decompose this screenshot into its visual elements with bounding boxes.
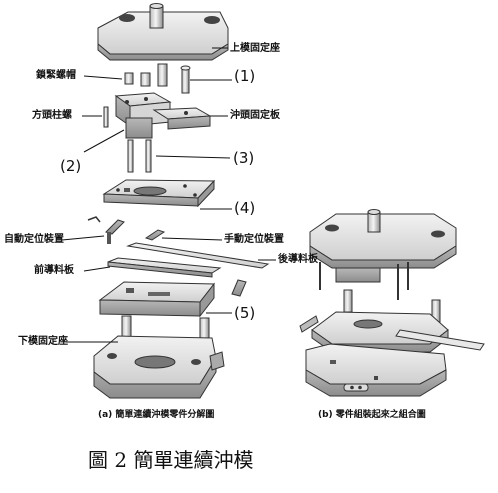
die-plate — [98, 281, 216, 318]
number-5: (5) — [234, 304, 256, 322]
subcaption-b: (b) 零件組裝起來之組合圖 — [318, 410, 426, 420]
stripper-plate — [102, 179, 216, 208]
front-guide-label: 前導料板 — [34, 265, 74, 276]
manual-locator — [144, 229, 166, 241]
number-1: (1) — [234, 67, 256, 85]
square-head-post — [103, 106, 109, 128]
punches — [127, 139, 152, 173]
leader-lines — [61, 47, 276, 343]
strip-part — [343, 383, 369, 392]
lock-nut-label: 鎖緊螺帽 — [36, 70, 76, 81]
punch-plate-label: 沖頭固定板 — [230, 110, 280, 121]
upper-die-base — [97, 3, 229, 61]
upper-die-base-label: 上模固定座 — [230, 43, 280, 54]
assembled-die — [299, 209, 485, 397]
manual-locator-label: 手動定位裝置 — [224, 234, 284, 245]
square-head-post-label: 方頭柱螺 — [32, 110, 72, 121]
rear-guide-label: 後導料板 — [278, 254, 318, 265]
number-2: (2) — [60, 157, 82, 175]
number-4: (4) — [234, 199, 256, 217]
punch-plate — [114, 92, 212, 139]
lower-die-base-label: 下模固定座 — [18, 336, 68, 347]
subcaption-a: (a) 簡單連續沖模零件分解圖 — [98, 410, 215, 420]
auto-locator — [87, 216, 125, 244]
slug — [231, 279, 247, 297]
lower-die-base — [93, 315, 225, 399]
number-3: (3) — [233, 149, 255, 167]
auto-locator-label: 自動定位裝置 — [4, 234, 64, 245]
lock-nuts — [124, 63, 191, 94]
rear-guide-rail — [126, 242, 270, 269]
front-guide-rail — [107, 257, 222, 278]
figure-caption: 圖 2 簡單連續沖模 — [88, 448, 254, 472]
